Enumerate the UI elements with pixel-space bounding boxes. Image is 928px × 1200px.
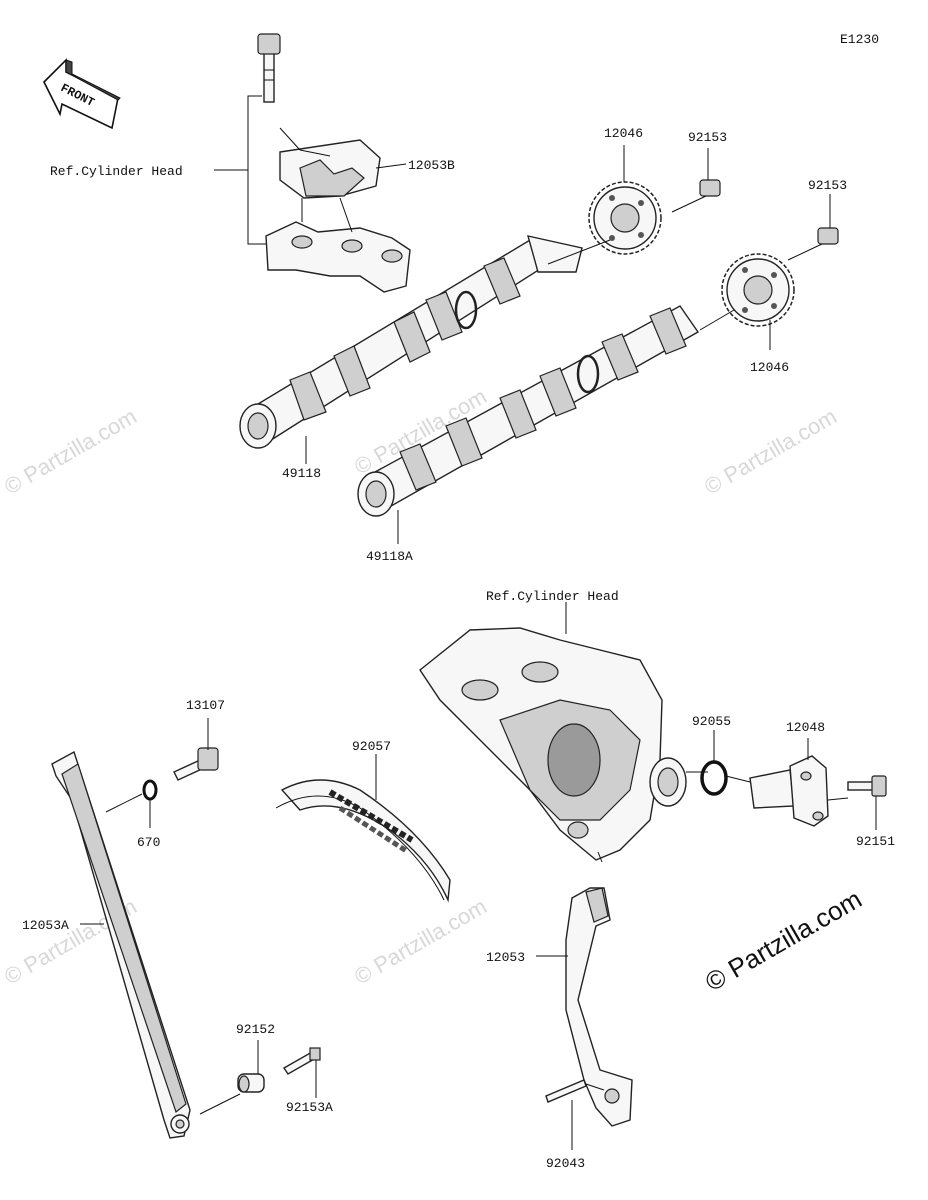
sprocket-bolt-upper [671,179,721,213]
guide-pin [545,1079,605,1150]
part-label-12046-upper[interactable]: 12046 [604,126,643,141]
part-label-12046-lower[interactable]: 12046 [750,360,789,375]
brand-watermark: © Partzilla.com [700,884,867,998]
part-label-92153-lower[interactable]: 92153 [808,178,847,193]
watermark-text: © Partzilla.com [700,404,841,500]
part-label-92153A[interactable]: 92153A [286,1100,333,1115]
cylinder-head [419,602,708,863]
part-label-92153-upper[interactable]: 92153 [688,130,727,145]
chain-guide [536,887,633,1127]
cam-sprocket-lower [721,253,795,327]
guide-collar [237,1040,265,1093]
part-label-92057[interactable]: 92057 [352,739,391,754]
watermark-text: © Partzilla.com [350,894,491,990]
part-label-13107[interactable]: 13107 [186,698,225,713]
chain-guide-long [51,750,241,1139]
part-label-49118[interactable]: 49118 [282,466,321,481]
part-label-12053A[interactable]: 12053A [22,918,69,933]
part-label-12053B[interactable]: 12053B [408,158,455,173]
part-label-92043[interactable]: 92043 [546,1156,585,1171]
part-label-92152[interactable]: 92152 [236,1022,275,1037]
guide-washer [142,779,158,801]
front-arrow: FRONT [43,58,121,130]
cam-chain [275,754,451,903]
part-label-49118A[interactable]: 49118A [366,549,413,564]
camshaft-holder-assembly [214,33,411,293]
part-label-12053[interactable]: 12053 [486,950,525,965]
part-labels: Ref.Cylinder Head 12053B 12046 92153 921… [22,126,895,1171]
exhaust-camshaft [357,305,735,517]
part-label-12048[interactable]: 12048 [786,720,825,735]
chain-tensioner [749,738,849,827]
part-label-92055[interactable]: 92055 [692,714,731,729]
tensioner-o-ring [700,760,728,796]
sprocket-bolt-lower [787,227,839,261]
part-label-92151[interactable]: 92151 [856,834,895,849]
watermark-text: © Partzilla.com [0,404,141,500]
part-label-670[interactable]: 670 [137,835,160,850]
diagram-code: E1230 [840,32,879,47]
ref-label-mid: Ref.Cylinder Head [486,589,619,604]
tensioner-bolt [847,775,887,830]
guide-bolt-small [283,1047,321,1098]
intake-camshaft [239,235,611,449]
cam-sprocket-upper [588,181,662,255]
ref-label-top: Ref.Cylinder Head [50,164,183,179]
guide-bolt [173,718,219,781]
